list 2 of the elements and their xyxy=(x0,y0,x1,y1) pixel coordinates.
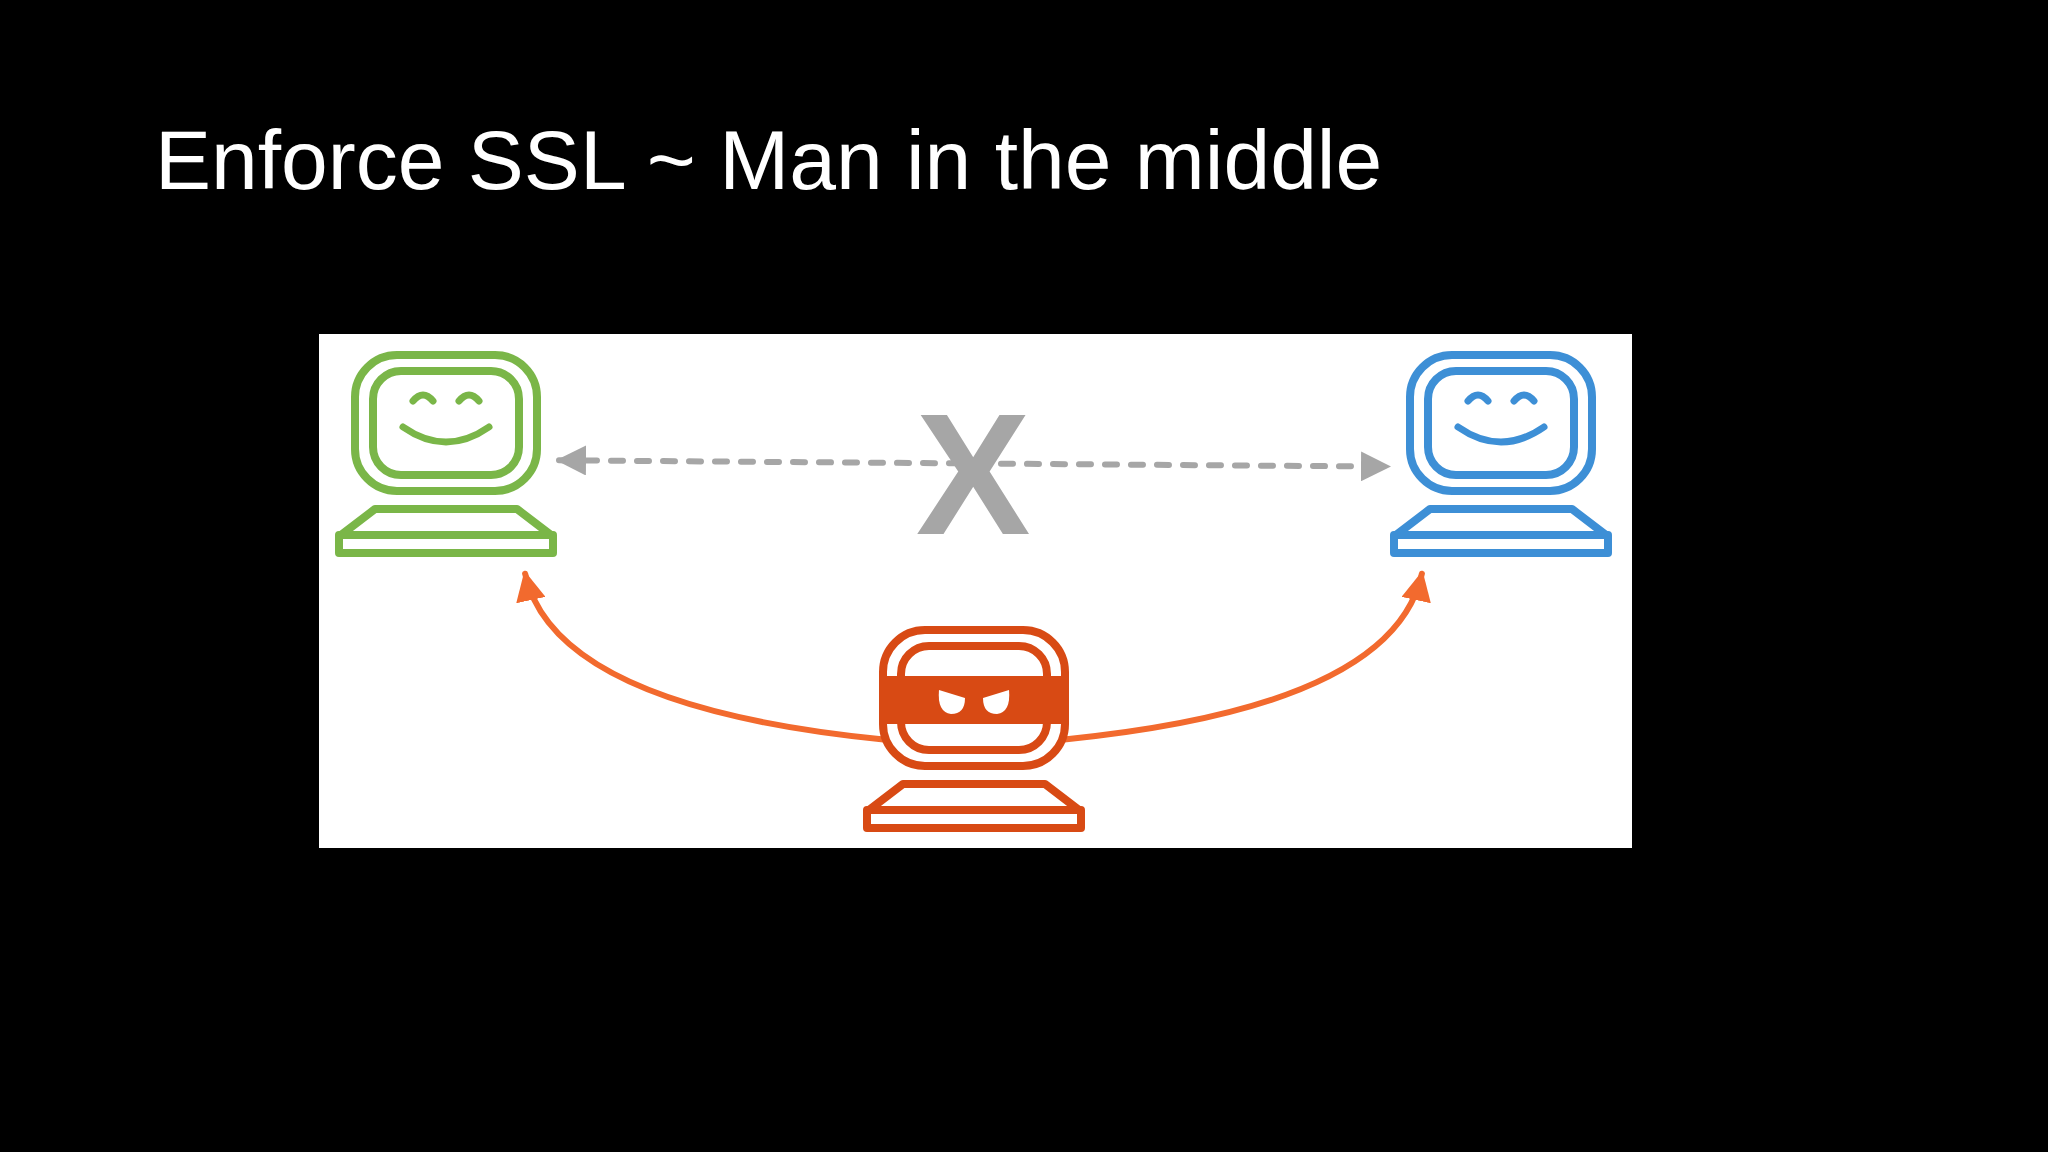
dashed-arrow xyxy=(556,445,1391,482)
slide-title: Enforce SSL ~ Man in the middle xyxy=(155,112,1383,209)
